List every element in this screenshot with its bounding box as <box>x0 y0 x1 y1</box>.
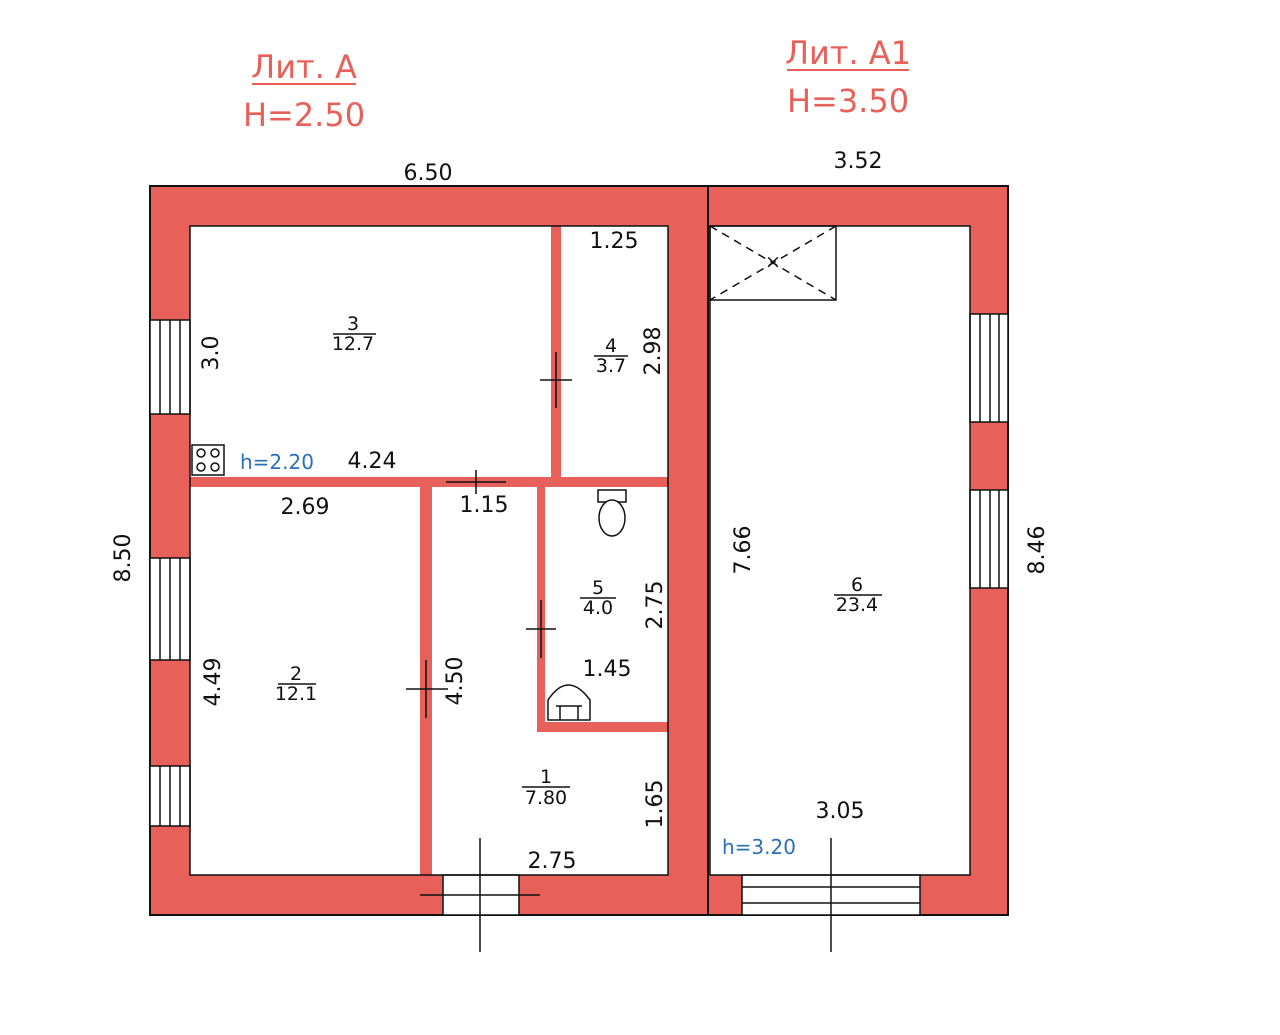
room-number: 4 <box>605 335 617 357</box>
outer-walls <box>150 186 1008 915</box>
room-outlines <box>189 225 971 876</box>
lit-a-title: Лит. А <box>251 48 357 86</box>
dim-room5-width: 1.45 <box>583 657 632 682</box>
dim-room2-height: 4.49 <box>201 658 226 707</box>
dim-room1-height: 1.65 <box>643 780 668 829</box>
dim-room1-bottom: 2.75 <box>528 849 577 874</box>
svg-text:×: × <box>765 251 781 273</box>
dim-room5-height: 2.75 <box>643 581 668 630</box>
room-label-5: 5 4.0 <box>580 577 616 619</box>
dim-left-side: 8.50 <box>111 534 136 583</box>
dim-room4-height: 2.98 <box>641 327 666 376</box>
room-number: 1 <box>540 766 552 788</box>
stove-icon <box>191 444 225 476</box>
dim-room6-bottom: 3.05 <box>816 799 865 824</box>
dim-corridor-door: 1.15 <box>460 493 509 518</box>
dim-room3-bottom: 4.24 <box>348 449 397 474</box>
outer-outline <box>149 185 1009 916</box>
dim-top-right: 3.52 <box>834 149 883 174</box>
lit-a1-title: Лит. А1 <box>785 34 911 72</box>
room-number: 5 <box>592 577 604 599</box>
room-number: 2 <box>290 663 302 685</box>
dim-right-side: 8.46 <box>1025 526 1050 575</box>
dim-room4-top: 1.25 <box>590 229 639 254</box>
ceiling-height-room3: h=2.20 <box>240 450 314 474</box>
room-number: 3 <box>347 313 359 335</box>
windows <box>149 313 1009 916</box>
dim-room2-top: 2.69 <box>281 495 330 520</box>
ceiling-height-room6: h=3.20 <box>722 835 796 859</box>
lit-a1-height: H=3.50 <box>787 82 909 120</box>
window-room6-middle <box>969 489 1009 589</box>
room-area: 23.4 <box>836 594 878 616</box>
dim-room6-height: 7.66 <box>731 526 756 575</box>
interior-walls <box>190 226 668 875</box>
room-number: 6 <box>851 574 863 596</box>
dim-corridor-height: 4.50 <box>443 657 468 706</box>
door-markers <box>406 352 832 952</box>
dim-top-left: 6.50 <box>404 161 453 186</box>
room-label-3: 3 12.7 <box>332 313 376 355</box>
window-room6-top <box>969 313 1009 423</box>
room-area: 12.1 <box>275 683 317 705</box>
room-label-4: 4 3.7 <box>594 335 628 377</box>
shaft-icon: × <box>709 225 837 301</box>
lit-a-height: H=2.50 <box>243 96 365 134</box>
room-area: 4.0 <box>583 597 613 619</box>
room-label-6: 6 23.4 <box>834 574 882 616</box>
basin-icon <box>547 684 591 721</box>
room-label-1: 1 7.80 <box>522 766 570 809</box>
room-label-2: 2 12.1 <box>275 663 317 705</box>
room-area: 12.7 <box>332 333 374 355</box>
room-area: 3.7 <box>596 355 626 377</box>
dim-room3-height: 3.0 <box>199 336 224 371</box>
room-area: 7.80 <box>525 787 567 809</box>
toilet-icon <box>597 489 627 537</box>
